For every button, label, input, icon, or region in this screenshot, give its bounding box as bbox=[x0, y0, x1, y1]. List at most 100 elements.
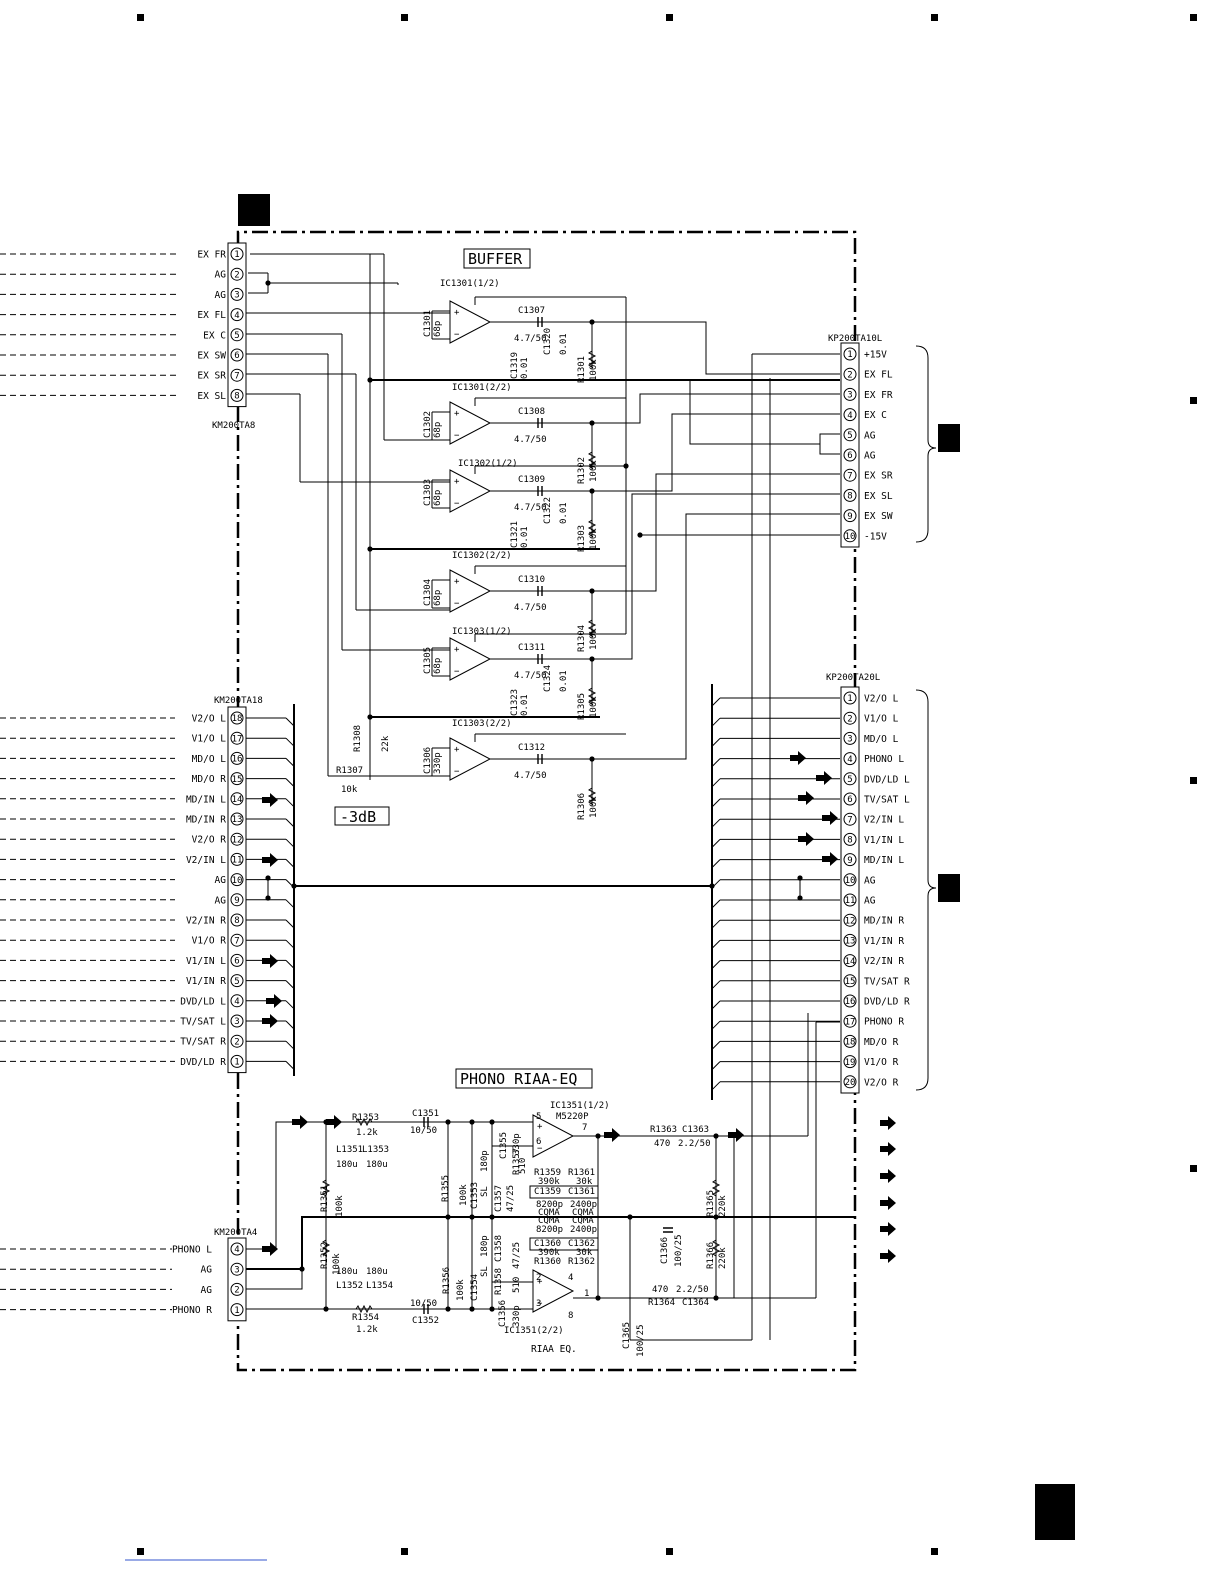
output-cap-symbol-5 bbox=[537, 754, 543, 764]
input-cap-1: C1302 bbox=[423, 411, 433, 438]
load-res-value-0: 100k bbox=[589, 359, 599, 381]
kp200ta20l-pin-20-circle bbox=[843, 1075, 857, 1089]
output-cap-value-4: 4.7/50 bbox=[514, 671, 547, 681]
c1364-label: C1364 bbox=[682, 1298, 709, 1308]
wire bbox=[285, 960, 295, 969]
ic1351b-pin2: 2 bbox=[536, 1273, 541, 1283]
kp200ta20l-pin-8-number: 8 bbox=[847, 836, 852, 846]
load-res-symbol-2 bbox=[587, 519, 597, 537]
wire bbox=[592, 473, 840, 592]
km200ta18-pin-1-number: 1 bbox=[234, 1058, 239, 1068]
kp200ta20l-pin-1-label: V2/O L bbox=[864, 694, 899, 705]
r1354-label: R1354 bbox=[352, 1313, 379, 1323]
input-cap-5: C1306 bbox=[423, 747, 433, 774]
decoupling-cap-b-0: C1320 bbox=[543, 328, 553, 355]
wire bbox=[711, 960, 721, 969]
junction-dot bbox=[299, 1266, 305, 1272]
decoupling-cap-a-2: C1321 bbox=[510, 521, 520, 548]
output-cap-2: C1309 bbox=[518, 475, 545, 485]
km200ta18-pin-6-circle bbox=[230, 953, 244, 967]
c1360-label: C1360 bbox=[534, 1239, 561, 1249]
buffer-title: BUFFER bbox=[468, 250, 523, 268]
wire bbox=[285, 818, 295, 828]
output-cap-0: C1307 bbox=[518, 306, 545, 316]
decoupling-cap-b-4: C1324 bbox=[543, 665, 553, 692]
junction-dot bbox=[489, 1306, 495, 1312]
km200ta18-pin-3-label: TV/SAT L bbox=[180, 1017, 226, 1028]
input-cap-value-1: 68p bbox=[433, 422, 443, 438]
phono-arrow-3 bbox=[728, 1128, 744, 1142]
ic1301a-opamp-plus: + bbox=[454, 308, 460, 318]
ic1303b-opamp bbox=[449, 737, 492, 781]
c1366-value: 100/25 bbox=[674, 1234, 684, 1267]
ic1303a-label: IC1303(1/2) bbox=[452, 627, 512, 637]
kp200ta20l-pin-15-number: 15 bbox=[845, 977, 856, 987]
ic1351a-pin7: 7 bbox=[582, 1123, 587, 1133]
kp200ta10l-pin-8-circle bbox=[843, 488, 857, 502]
l1353-label: L1353 bbox=[362, 1145, 389, 1155]
wire bbox=[285, 939, 295, 949]
km200ta4-pin-1-number: 1 bbox=[234, 1306, 239, 1316]
decoupling-cap-b-value-4: 0.01 bbox=[559, 670, 569, 692]
ic1351a-pin6: 6 bbox=[536, 1137, 541, 1147]
r1365-value: 220k bbox=[718, 1195, 728, 1217]
decoupling-cap-a-0: C1319 bbox=[510, 352, 520, 379]
r1365-label: R1365 bbox=[706, 1190, 716, 1217]
km200ta4-pin-3-label: AG bbox=[201, 1265, 213, 1276]
wire bbox=[711, 818, 721, 828]
c1356-value: 330p bbox=[512, 1305, 522, 1327]
junction-dot bbox=[589, 588, 595, 594]
km200ta8-pin-8-number: 8 bbox=[234, 392, 239, 402]
c1361-label: C1361 bbox=[568, 1187, 595, 1197]
km200ta18-pin-15-circle bbox=[230, 772, 244, 786]
km200ta18-pin-7-number: 7 bbox=[234, 936, 239, 946]
km200ta8-pin-8-circle bbox=[230, 388, 244, 402]
input-cap-value-4: 68p bbox=[433, 658, 443, 674]
km200ta4-pin-2-circle bbox=[230, 1282, 244, 1296]
km200ta18-pin-9-circle bbox=[230, 893, 244, 907]
r1352-label: R1352 bbox=[320, 1242, 330, 1269]
output-cap-value-1: 4.7/50 bbox=[514, 435, 547, 445]
km200ta8-pin-8-label: EX SL bbox=[197, 391, 226, 402]
load-res-symbol-4 bbox=[587, 687, 597, 705]
km200ta18-pin-1-label: DVD/LD R bbox=[180, 1057, 226, 1068]
c1361-value: 2400p bbox=[570, 1200, 597, 1210]
wire bbox=[711, 899, 721, 909]
junction-dot bbox=[589, 488, 595, 494]
km200ta18-pin-3-circle bbox=[230, 1014, 244, 1028]
junction-dot bbox=[589, 756, 595, 762]
output-cap-value-2: 4.7/50 bbox=[514, 503, 547, 513]
decoupling-cap-b-2: C1322 bbox=[543, 497, 553, 524]
kp200ta10l-pin-7-label: EX SR bbox=[864, 471, 893, 482]
km200ta4-pin-1-label: PHONO R bbox=[172, 1305, 212, 1316]
km200ta18-pin-18-number: 18 bbox=[232, 714, 243, 724]
km200ta18-pin-17-number: 17 bbox=[232, 734, 243, 744]
km200ta4-body bbox=[227, 1237, 247, 1322]
junction-dot bbox=[623, 463, 629, 469]
wire bbox=[711, 1081, 721, 1091]
r1366-value: 220k bbox=[718, 1247, 728, 1269]
junction-dot bbox=[291, 883, 297, 889]
legend-arrow-3 bbox=[880, 1196, 896, 1210]
junction-dot bbox=[367, 714, 373, 720]
input-arrow-left-4 bbox=[262, 1014, 278, 1028]
c1362-value: 2400p bbox=[570, 1225, 597, 1235]
c1351-symbol bbox=[423, 1117, 429, 1127]
km200ta18-pin-7-circle bbox=[230, 933, 244, 947]
junction-dot bbox=[713, 1295, 719, 1301]
wire bbox=[592, 493, 840, 660]
kp200ta20l-pin-16-number: 16 bbox=[845, 997, 856, 1007]
kp200ta20l-pin-6-label: TV/SAT L bbox=[864, 795, 910, 806]
wire bbox=[711, 839, 721, 848]
wire bbox=[711, 798, 721, 808]
kp200ta10l-pin-6-number: 6 bbox=[847, 451, 852, 461]
riaa-label: RIAA EQ. bbox=[531, 1344, 577, 1355]
wire bbox=[285, 758, 295, 767]
ic1351b-pin8: 8 bbox=[568, 1311, 573, 1321]
ic1301b-opamp-plus: + bbox=[454, 409, 460, 419]
c1365-label: C1365 bbox=[622, 1322, 632, 1349]
km200ta18-pin-7-label: V1/O R bbox=[192, 936, 227, 947]
kp200ta20l-pin-11-number: 11 bbox=[845, 896, 856, 906]
c1352-symbol bbox=[423, 1304, 429, 1314]
